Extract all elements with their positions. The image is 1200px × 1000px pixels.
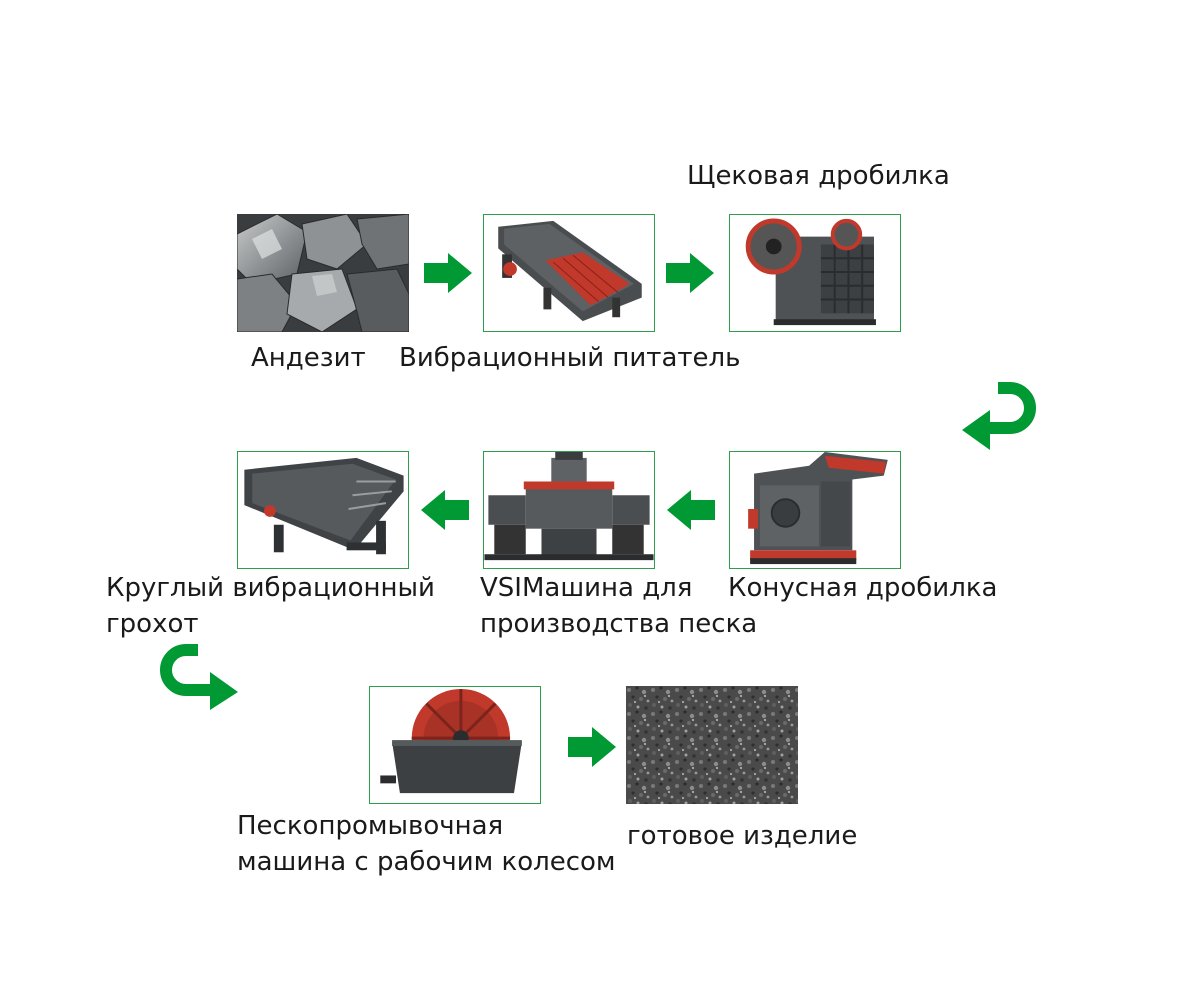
vsi-sand-maker-icon (484, 452, 654, 561)
screen-label-line2: грохот (106, 609, 199, 639)
vibrating-screen-icon (244, 457, 404, 555)
gravel-texture-icon (626, 686, 798, 804)
jaw-crusher-image (729, 214, 901, 332)
finished-product-label: готовое изделие (627, 821, 858, 851)
vibrating-screen-image (237, 451, 409, 569)
vsi-label-line2: производства песка (480, 609, 758, 639)
arrow-right-icon (666, 253, 714, 293)
vsi-label-line1: VSIМашина для (480, 573, 693, 603)
arrow-left-icon (667, 490, 715, 530)
jaw-crusher-label: Щековая дробилка (687, 161, 950, 191)
arrow-left-icon (421, 490, 469, 530)
u-turn-left-icon (962, 378, 1046, 452)
vibrating-feeder-icon (498, 220, 642, 322)
cone-crusher-label: Конусная дробилка (728, 573, 998, 603)
finished-product-image (626, 686, 798, 804)
wheel-sand-washer-icon (380, 688, 522, 794)
washer-label-line2: машина с рабочим колесом (237, 847, 616, 877)
jaw-crusher-icon (745, 218, 876, 326)
rock-pile-icon (237, 214, 409, 332)
screen-label-line1: Круглый вибрационный (106, 573, 435, 603)
andesite-label: Андезит (251, 343, 366, 373)
feeder-label: Вибрационный питатель (399, 343, 741, 373)
vsi-sand-maker-image (483, 451, 655, 569)
arrow-right-icon (424, 253, 472, 293)
arrow-right-icon (568, 727, 616, 767)
u-turn-right-icon (154, 640, 238, 710)
wheel-sand-washer-image (369, 686, 541, 804)
andesite-image (237, 214, 409, 332)
washer-label-line1: Пескопромывочная (237, 811, 504, 841)
impact-crusher-icon (748, 452, 888, 565)
vibrating-feeder-image (483, 214, 655, 332)
impact-crusher-image (729, 451, 901, 569)
